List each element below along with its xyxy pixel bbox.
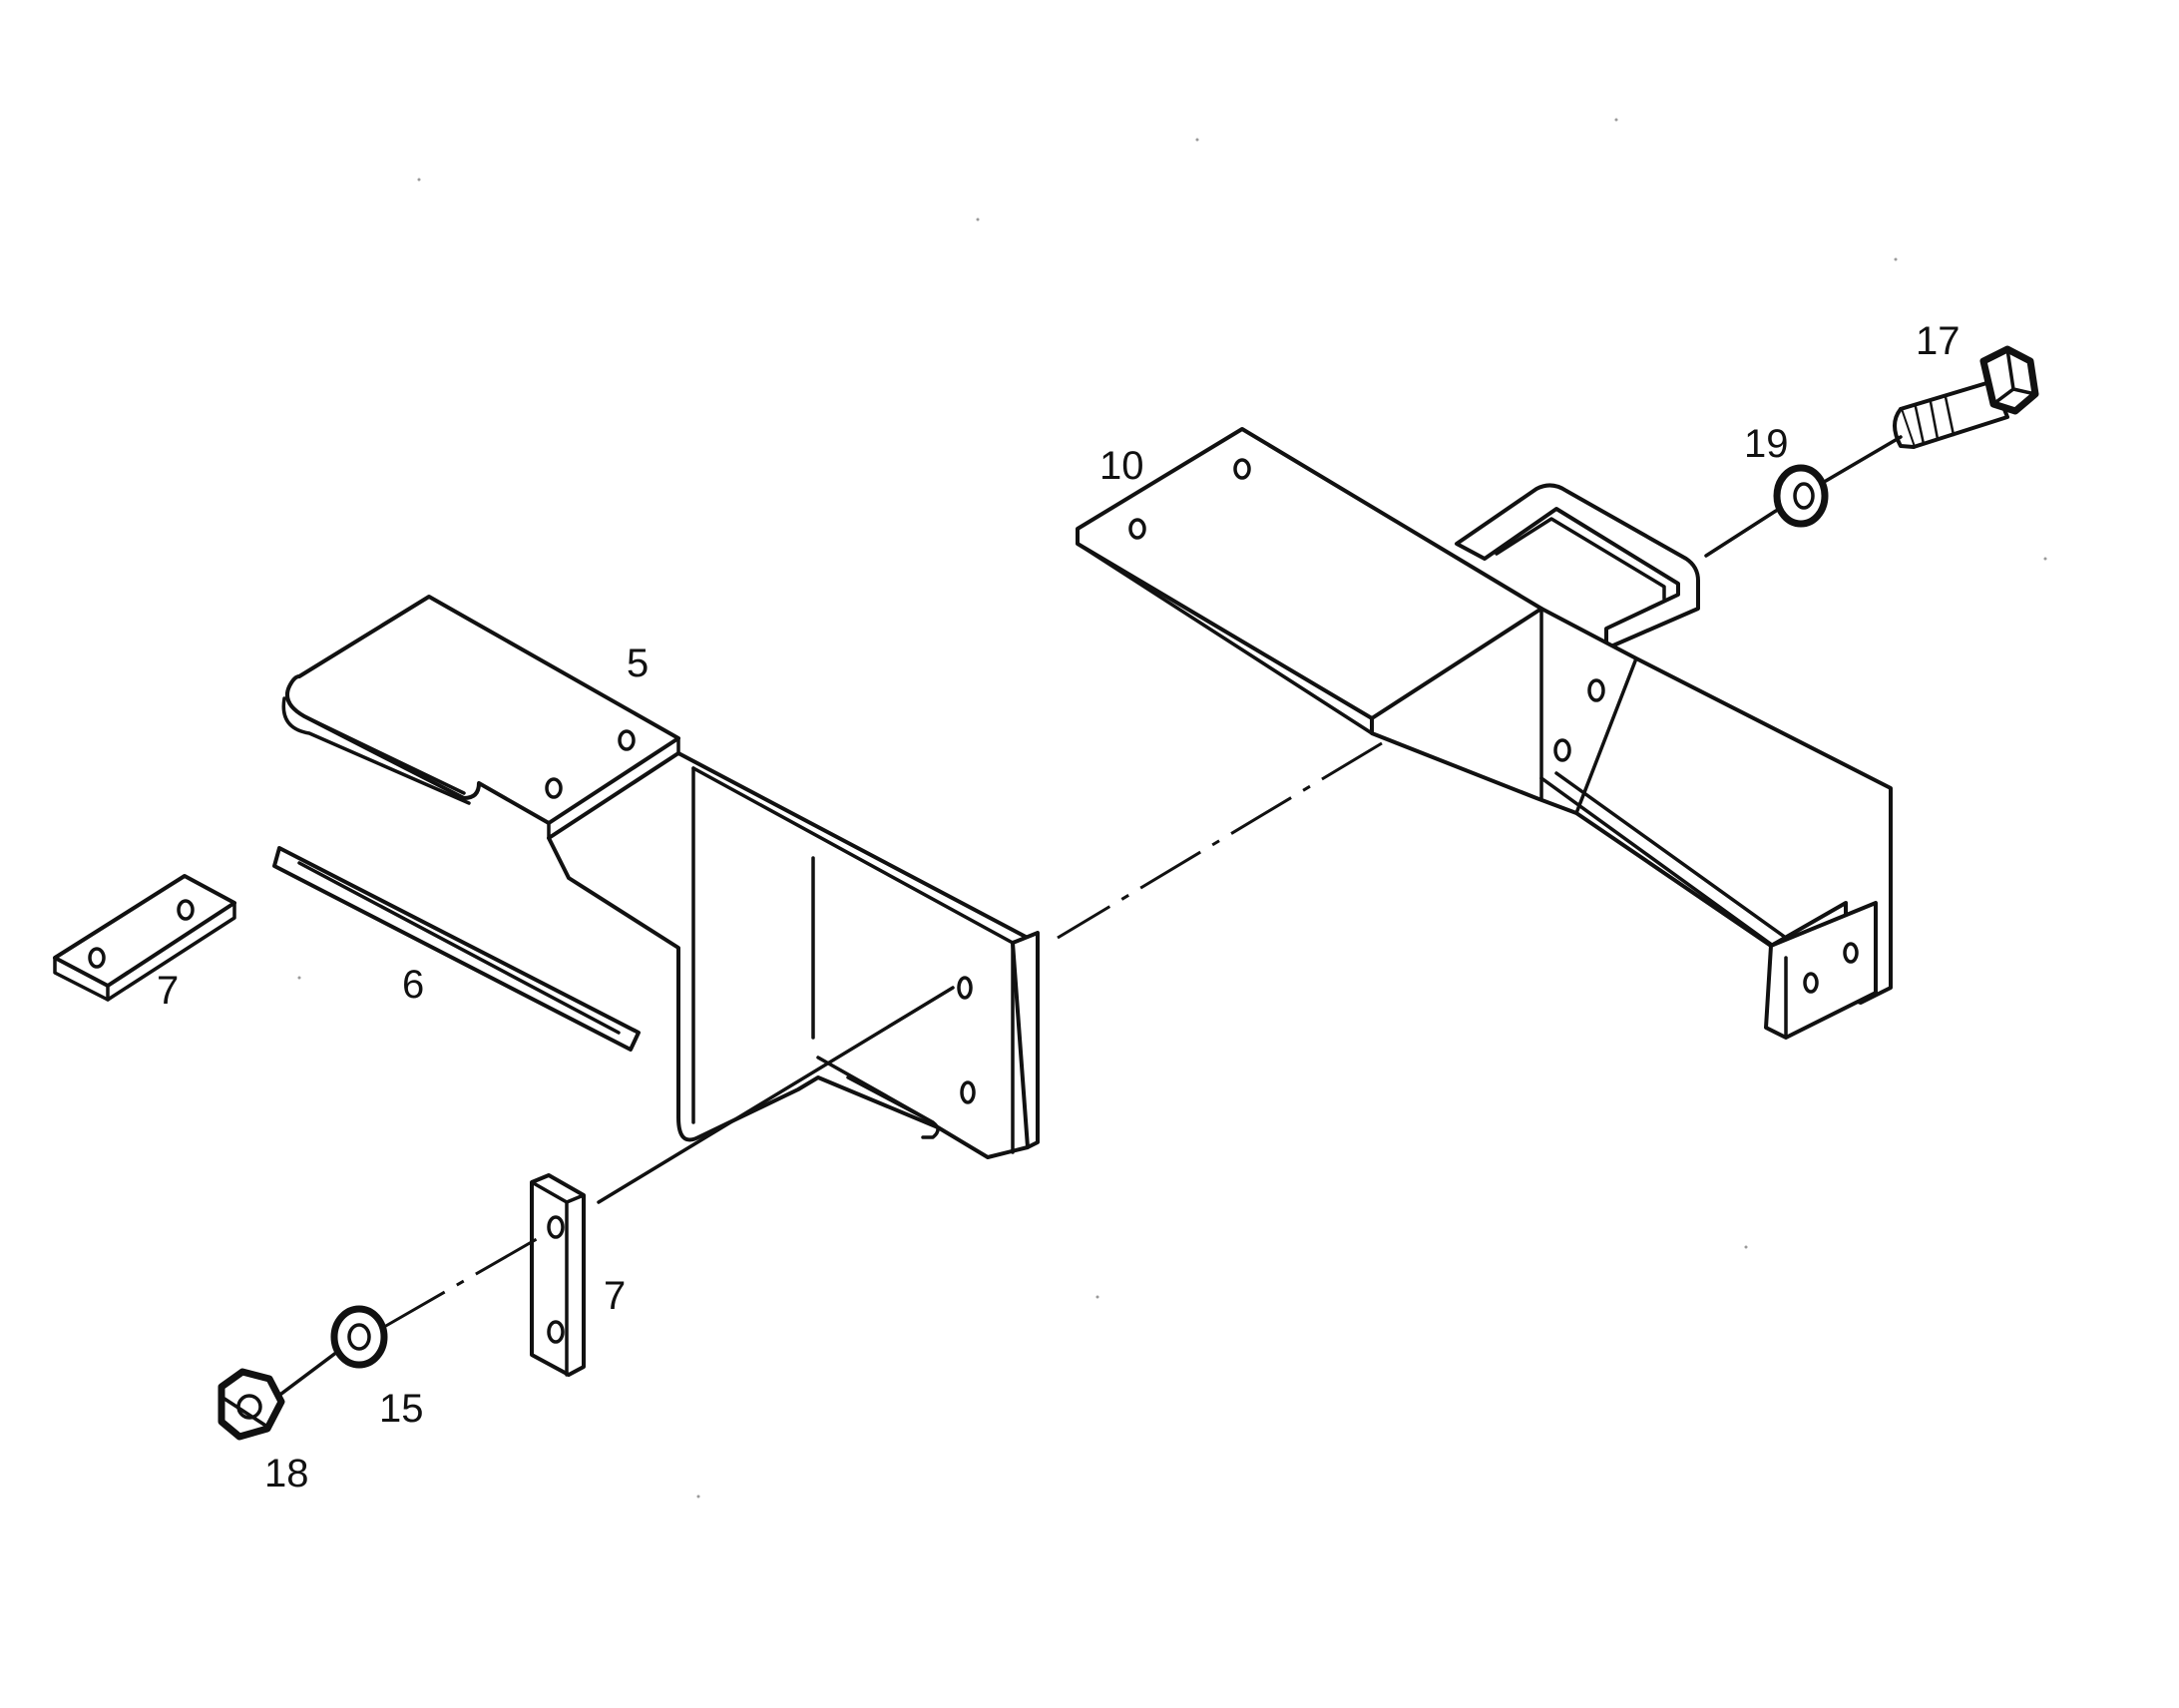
assembly-lines (275, 435, 1903, 1399)
label-part-15: 15 (379, 1387, 424, 1431)
label-part-19: 19 (1744, 422, 1789, 466)
label-part-5: 5 (627, 641, 649, 685)
label-part-17: 17 (1916, 319, 1961, 363)
label-part-7-upright: 7 (604, 1274, 626, 1318)
label-part-7-left: 7 (157, 969, 179, 1013)
strip-part-6 (272, 846, 641, 1052)
label-part-18: 18 (264, 1452, 309, 1495)
washer-part-15 (330, 1305, 388, 1369)
nut-part-18 (218, 1368, 285, 1441)
label-part-10: 10 (1099, 444, 1144, 488)
callouts: 5 6 7 7 10 15 17 18 19 (157, 319, 1961, 1495)
bolt-part-17 (1893, 345, 2039, 449)
plate-part-7-left (53, 874, 236, 1002)
washer-part-19 (1773, 464, 1829, 528)
scan-noise (297, 118, 2047, 1498)
bracket-part-10 (1076, 427, 1893, 1040)
bracket-part-5 (281, 595, 1040, 1159)
label-part-6: 6 (402, 963, 424, 1007)
plate-part-7-upright (530, 1173, 586, 1377)
